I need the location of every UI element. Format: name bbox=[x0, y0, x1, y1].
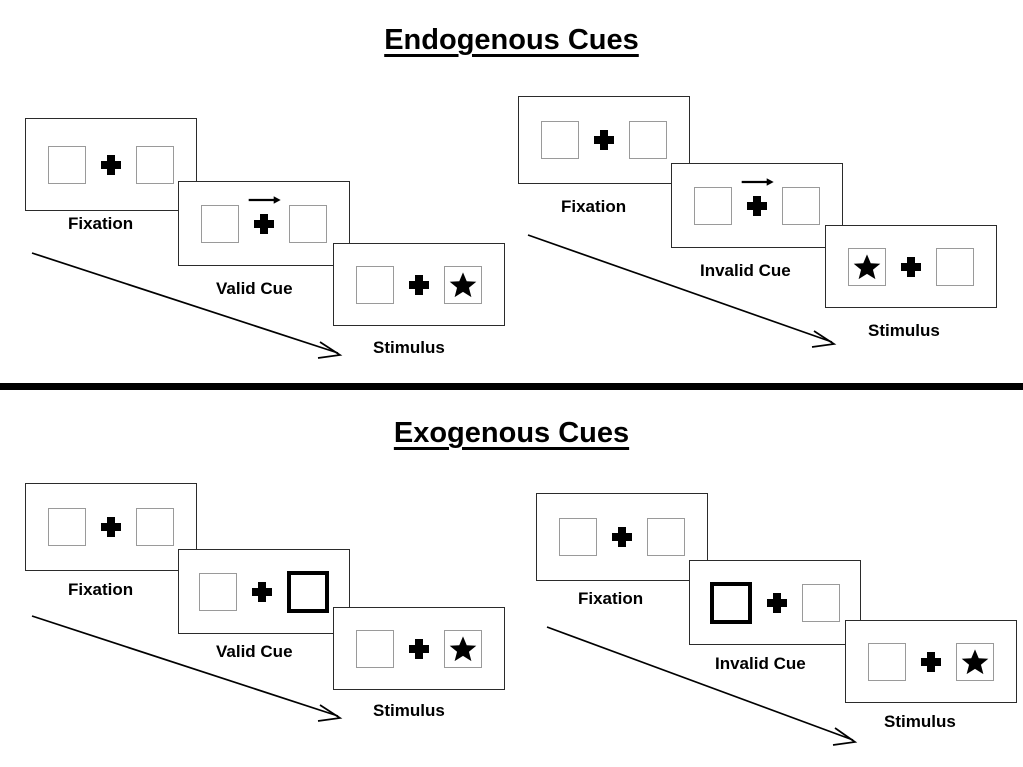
stage-label-valid-cue: Valid Cue bbox=[216, 279, 293, 298]
fixation-cross-icon bbox=[408, 638, 430, 660]
fixation-cross-icon bbox=[766, 592, 788, 614]
frame-content bbox=[48, 508, 174, 546]
trial-frame-stimulus bbox=[825, 225, 997, 308]
trial-frame-invalid-cue bbox=[671, 163, 843, 248]
placeholder-box-right bbox=[782, 186, 820, 225]
stage-label-fixation: Fixation bbox=[578, 589, 644, 608]
trial-frame-fixation bbox=[25, 118, 197, 211]
frame-content bbox=[541, 121, 667, 159]
placeholder-box-right bbox=[936, 247, 974, 286]
fixation-cross-icon bbox=[248, 195, 281, 235]
star-target-icon bbox=[961, 648, 989, 676]
placeholder-box-right bbox=[136, 508, 174, 546]
stage-label-fixation: Fixation bbox=[68, 580, 134, 599]
placeholder-box-left bbox=[559, 518, 597, 556]
trial-frame-fixation bbox=[518, 96, 690, 184]
placeholder-box-left bbox=[356, 265, 394, 304]
placeholder-box-left-cued bbox=[710, 581, 752, 624]
placeholder-box-left bbox=[356, 629, 394, 668]
stage-label-stimulus: Stimulus bbox=[868, 321, 940, 340]
frame-content bbox=[356, 265, 482, 304]
placeholder-box-right bbox=[136, 145, 174, 184]
trial-frame-stimulus bbox=[333, 607, 505, 690]
trial-frame-invalid-cue bbox=[689, 560, 861, 645]
stage-label-invalid-cue: Invalid Cue bbox=[715, 654, 806, 673]
placeholder-box-right bbox=[629, 121, 667, 159]
placeholder-box-left bbox=[694, 186, 732, 225]
frame-content bbox=[48, 145, 174, 184]
frame-content bbox=[694, 177, 820, 225]
trial-frame-stimulus bbox=[333, 243, 505, 326]
placeholder-box-right-target bbox=[444, 265, 482, 304]
fixation-cross-icon bbox=[920, 651, 942, 673]
trial-frame-fixation bbox=[536, 493, 708, 581]
placeholder-box-left bbox=[201, 204, 239, 243]
fixation-cross-icon bbox=[900, 256, 922, 278]
stage-label-stimulus: Stimulus bbox=[373, 701, 445, 720]
arrow-right-cue-icon bbox=[248, 195, 282, 207]
stage-label-fixation: Fixation bbox=[68, 214, 134, 233]
fixation-cross-icon bbox=[741, 177, 774, 217]
trial-frame-valid-cue bbox=[178, 549, 350, 634]
placeholder-box-right bbox=[289, 204, 327, 243]
fixation-cross-icon bbox=[100, 516, 122, 538]
trial-frame-stimulus bbox=[845, 620, 1017, 703]
arrow-right-cue-icon bbox=[741, 177, 775, 189]
trial-frame-valid-cue bbox=[178, 181, 350, 266]
stage-label-invalid-cue: Invalid Cue bbox=[700, 261, 791, 280]
frame-content bbox=[868, 642, 994, 681]
frame-content bbox=[199, 570, 329, 613]
placeholder-box-left bbox=[48, 145, 86, 184]
fixation-cross-icon bbox=[611, 526, 633, 548]
frame-content bbox=[559, 518, 685, 556]
placeholder-box-right-target bbox=[956, 642, 994, 681]
placeholder-box-left bbox=[868, 642, 906, 681]
stage-label-fixation: Fixation bbox=[561, 197, 627, 216]
star-target-icon bbox=[853, 253, 881, 281]
star-target-icon bbox=[449, 271, 477, 299]
frame-content bbox=[848, 247, 974, 286]
placeholder-box-right bbox=[802, 583, 840, 622]
fixation-cross-icon bbox=[100, 154, 122, 176]
time-arrow-endogenous-invalid bbox=[526, 232, 846, 357]
placeholder-box-right bbox=[647, 518, 685, 556]
fixation-cross-icon bbox=[408, 274, 430, 296]
placeholder-box-left bbox=[48, 508, 86, 546]
frame-content bbox=[201, 195, 327, 243]
placeholder-box-left-target bbox=[848, 247, 886, 286]
time-arrow-endogenous-valid bbox=[30, 250, 350, 365]
placeholder-box-left bbox=[199, 572, 237, 611]
placeholder-box-right-target bbox=[444, 629, 482, 668]
stage-label-stimulus: Stimulus bbox=[884, 712, 956, 731]
trial-frame-fixation bbox=[25, 483, 197, 571]
star-target-icon bbox=[449, 635, 477, 663]
section-title-endogenous: Endogenous Cues bbox=[384, 24, 639, 56]
section-title-exogenous: Exogenous Cues bbox=[393, 417, 630, 449]
fixation-cross-icon bbox=[593, 129, 615, 151]
frame-content bbox=[710, 581, 840, 624]
placeholder-box-right-cued bbox=[287, 570, 329, 613]
stage-label-stimulus: Stimulus bbox=[373, 338, 445, 357]
frame-content bbox=[356, 629, 482, 668]
placeholder-box-left bbox=[541, 121, 579, 159]
fixation-cross-icon bbox=[251, 581, 273, 603]
stage-label-valid-cue: Valid Cue bbox=[216, 642, 293, 661]
section-divider bbox=[0, 383, 1023, 390]
